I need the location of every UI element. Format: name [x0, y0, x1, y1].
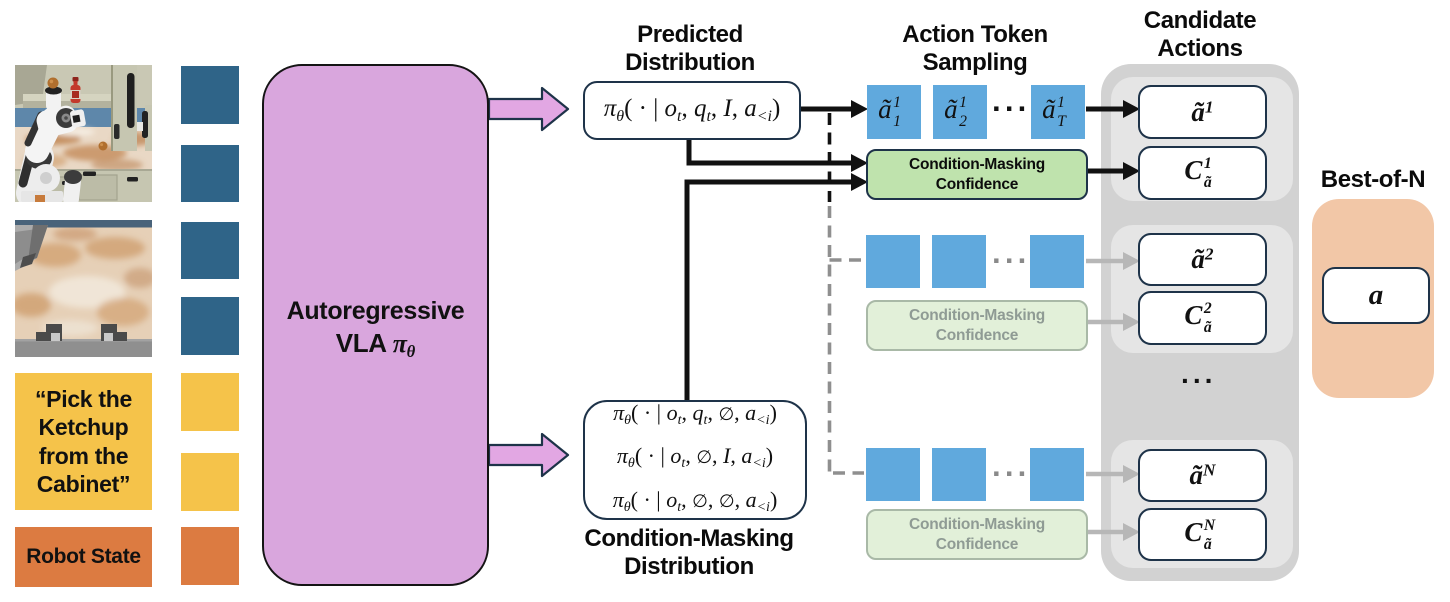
- masking-formula-2: πθ( · | ot, ∅, I, a<i): [616, 443, 774, 472]
- action-token-N-1: [866, 448, 920, 501]
- instruction-line-2: Ketchup: [38, 414, 129, 440]
- robot-state-label: Robot State: [26, 545, 141, 568]
- action-token-N-T: [1030, 448, 1084, 501]
- candidate-action-1: ã1: [1138, 85, 1267, 139]
- candidate-action-N: ãN: [1138, 449, 1267, 502]
- image-token-3: [181, 222, 239, 279]
- instruction-box: “Pick the Ketchup from the Cabinet”: [15, 373, 152, 510]
- robot-arm: [16, 77, 86, 208]
- masking-distribution-title: Condition-Masking Distribution: [559, 525, 819, 581]
- masking-formula-3: πθ( · | ot, ∅, ∅, a<i): [612, 486, 778, 515]
- action-token-2-1: [866, 235, 920, 288]
- black-arrowheads: [851, 100, 1140, 191]
- black-connectors: [684, 106, 1125, 400]
- sampling-title-line-1: Action Token: [902, 21, 1048, 48]
- action-token-dots-N: ···: [992, 456, 1031, 491]
- state-token: [181, 527, 239, 585]
- masking-title-line-1: Condition-Masking: [584, 525, 794, 552]
- action-token-N-2: [932, 448, 986, 501]
- confidence-label-line-1: Condition-Masking: [908, 307, 1046, 324]
- action-token-2-T: [1030, 235, 1084, 288]
- instruction-line-4: Cabinet”: [36, 471, 131, 497]
- sampling-title-line-2: Sampling: [922, 49, 1028, 76]
- wrist-camera-illustration: [11, 220, 156, 357]
- predicted-title-line-2: Distribution: [625, 49, 755, 76]
- best-action-box: a: [1322, 267, 1430, 324]
- gripper-fingers: [36, 324, 127, 341]
- action-token-dots-1: ···: [992, 91, 1031, 126]
- language-token-1: [181, 373, 239, 431]
- wrist-camera-image: [11, 220, 156, 357]
- vla-model-label: Autoregressive VLA πθ: [287, 295, 465, 368]
- candidate-actions-title: Candidate Actions: [1070, 7, 1330, 63]
- masking-distribution-box: πθ( · | ot, qt, ∅, a<i) πθ( · | ot, ∅, I…: [583, 400, 807, 520]
- masking-title-line-2: Distribution: [624, 553, 754, 580]
- predicted-distribution-formula: πθ( · | ot, qt, I, a<i): [603, 95, 781, 125]
- scene-camera-illustration: [15, 65, 153, 208]
- confidence-box-N: Condition-Masking Confidence: [866, 509, 1088, 560]
- image-token-1: [181, 66, 239, 124]
- vla-title-line-2: VLA πθ: [287, 327, 465, 368]
- arrow-model-to-predicted: [487, 86, 570, 132]
- best-of-n-title: Best-of-N: [1320, 166, 1426, 193]
- arrow-model-to-masking: [487, 432, 570, 478]
- gray-arrowheads: [1123, 252, 1140, 541]
- robot-state-box: Robot State: [15, 527, 152, 587]
- vla-policy-symbol: VLA πθ: [335, 327, 416, 361]
- predicted-distribution-title: Predicted Distribution: [560, 21, 820, 77]
- vla-title-line-1: Autoregressive: [286, 296, 465, 325]
- confidence-label-line-1: Condition-Masking: [908, 156, 1046, 173]
- candidate-dots: ···: [1181, 365, 1217, 396]
- instruction-line-1: “Pick the: [34, 385, 132, 412]
- predicted-title-line-1: Predicted: [637, 21, 743, 48]
- candidates-title-line-1: Candidate: [1143, 7, 1257, 34]
- image-token-2: [181, 145, 239, 202]
- candidates-title-line-2: Actions: [1157, 35, 1243, 62]
- confidence-label-line-2: Confidence: [935, 326, 1019, 344]
- gray-connectors: [1084, 258, 1125, 535]
- image-token-4: [181, 297, 239, 355]
- predicted-distribution-box: πθ( · | ot, qt, I, a<i): [583, 81, 801, 140]
- instruction-line-3: from the: [38, 442, 129, 469]
- confidence-label-line-2: Confidence: [935, 175, 1019, 193]
- scene-camera-image: [15, 65, 153, 208]
- dashed-lines: [827, 113, 864, 475]
- masking-formula-1: πθ( · | ot, qt, ∅, a<i): [613, 400, 777, 429]
- instruction-text: “Pick the Ketchup from the Cabinet”: [35, 385, 132, 499]
- confidence-label-line-2: Confidence: [935, 535, 1019, 553]
- action-token-sampling-title: Action Token Sampling: [845, 21, 1105, 77]
- confidence-label-line-1: Condition-Masking: [908, 516, 1046, 533]
- candidate-action-2: ã2: [1138, 233, 1267, 286]
- confidence-box-2: Condition-Masking Confidence: [866, 300, 1088, 351]
- vla-model-box: Autoregressive VLA πθ: [262, 64, 489, 586]
- language-token-2: [181, 453, 239, 511]
- gripper-arm: [15, 225, 48, 271]
- ketchup-bottle: [70, 77, 81, 103]
- action-token-dots-2: ···: [992, 243, 1031, 278]
- confidence-box-1: Condition-Masking Confidence: [866, 149, 1088, 200]
- action-token-2-2: [932, 235, 986, 288]
